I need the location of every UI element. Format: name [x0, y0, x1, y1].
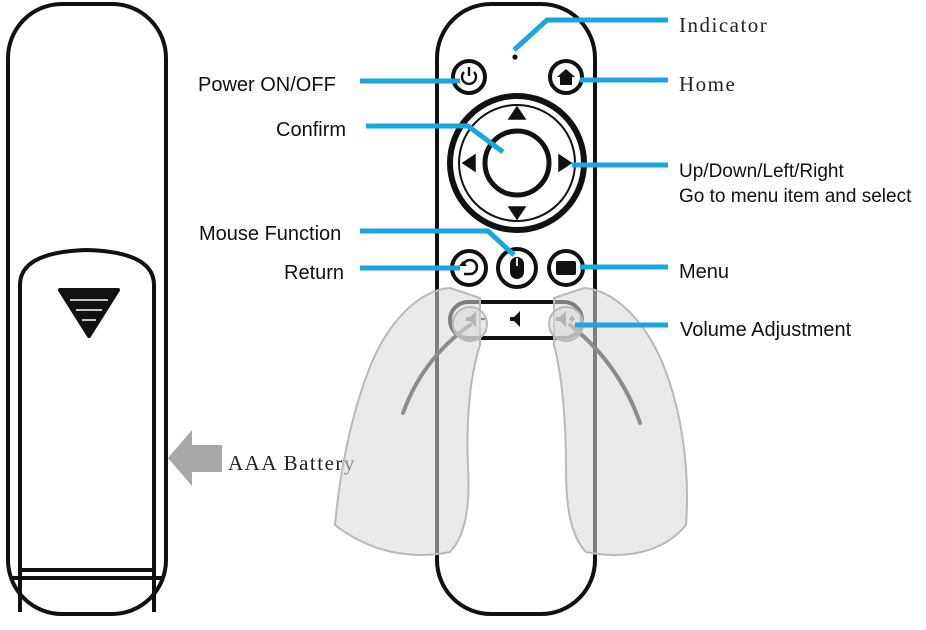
home-icon [557, 69, 575, 85]
volume-mute-button[interactable] [510, 311, 520, 327]
menu-label: Menu [679, 261, 729, 283]
dpad-down-button[interactable] [507, 206, 527, 221]
return-icon [459, 258, 479, 276]
return-label: Return [284, 262, 344, 284]
left-hand [333, 286, 481, 556]
left-thumb-tip [452, 306, 488, 342]
battery-label: AAA Battery [228, 451, 356, 475]
mouse-button[interactable] [496, 247, 538, 289]
directions-label-line1: Up/Down/Left/Right [679, 161, 844, 182]
hand-illustrations [333, 286, 688, 556]
leader-lines [360, 17, 668, 328]
volume-icon [510, 311, 520, 327]
mouse-label: Mouse Function [199, 223, 341, 245]
callout-labels: Indicator Power ON/OFF Home Confirm Up/D… [198, 13, 912, 341]
dpad-up-button[interactable] [507, 105, 527, 120]
triangle-down-icon [58, 288, 120, 338]
dpad [447, 93, 587, 233]
home-label: Home [679, 72, 736, 96]
confirm-label: Confirm [276, 119, 346, 141]
battery-cover-outline [18, 247, 156, 612]
mouse-leader [360, 228, 516, 257]
power-label: Power ON/OFF [198, 74, 336, 96]
remote-back-view: AAA Battery [6, 2, 356, 616]
mouse-icon [510, 257, 524, 279]
indicator-led [512, 54, 518, 60]
confirm-button[interactable] [482, 128, 552, 198]
remote-front-view [333, 2, 688, 616]
power-icon [460, 67, 478, 86]
power-button[interactable] [451, 59, 487, 95]
arrow-right-icon [168, 430, 222, 486]
right-hand [553, 286, 688, 556]
dpad-right-button[interactable] [558, 153, 573, 173]
home-button[interactable] [548, 59, 584, 95]
confirm-leader [366, 123, 505, 155]
menu-button[interactable] [547, 249, 585, 287]
directions-label-line2: Go to menu item and select [679, 186, 912, 207]
indicator-label: Indicator [679, 13, 768, 37]
indicator-leader [512, 17, 668, 52]
right-thumb [568, 323, 642, 425]
volume-label: Volume Adjustment [680, 319, 852, 341]
dpad-left-button[interactable] [461, 153, 476, 173]
menu-icon [556, 261, 576, 275]
